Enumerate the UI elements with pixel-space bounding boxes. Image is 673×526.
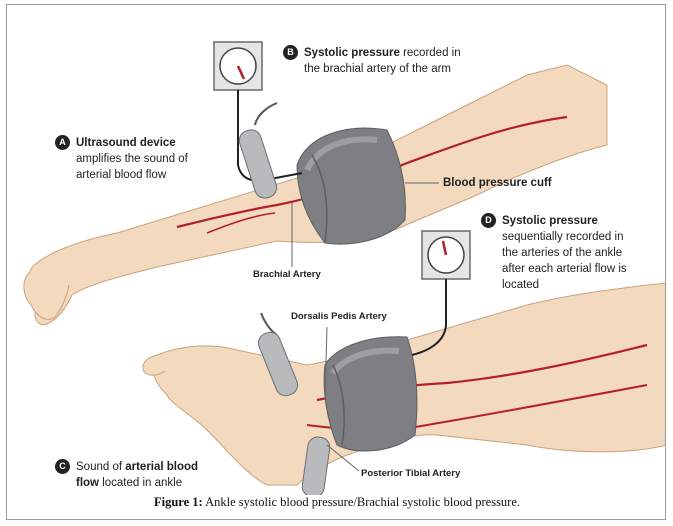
callout-c-prefix: Sound of [76,461,126,473]
leg-gauge-tube [411,279,447,356]
callout-d-title: Systolic pressure [502,215,598,227]
diagram-illustration [23,41,665,495]
leg-cuff-fold [332,364,345,446]
callout-d: D Systolic pressure sequentially recorded… [481,213,627,293]
label-blood-pressure-cuff: Blood pressure cuff [443,177,552,189]
callout-a: A Ultrasound device amplifies the sound o… [55,135,188,183]
leg-toes [142,354,166,376]
callout-a-line1: amplifies the sound of [76,153,188,165]
label-dorsalis-pedis-artery: Dorsalis Pedis Artery [291,311,387,322]
figure-frame: B Systolic pressure recorded in the brach… [6,4,666,520]
arm-hand [23,272,70,320]
arm-probe-cable [254,102,278,126]
arm-cuff [296,127,406,245]
callout-b-badge: B [283,45,298,60]
callout-d-badge: D [481,213,496,228]
arm-cuff-highlight [304,136,378,172]
callout-b-line2: the brachial artery of the arm [304,63,452,75]
callout-d-line1: sequentially recorded in [502,231,624,243]
callout-b: B Systolic pressure recorded in the brach… [283,45,461,77]
leg-gauge-needle [441,240,448,256]
callout-d-line3: after each arterial flow is [502,263,627,275]
arm-probe [238,129,278,199]
label-posterior-tibial-artery: Posterior Tibial Artery [361,468,461,479]
callout-c-line2-bold: flow [76,477,99,489]
caption-text: Ankle systolic blood pressure/Brachial s… [202,495,521,509]
leg-probe-tibial [301,436,331,495]
callout-a-line2: arterial blood flow [76,169,167,181]
callout-b-title: Systolic pressure [304,47,400,59]
leg-cuff [323,336,418,452]
leg-probe-cable-1 [260,312,278,336]
callout-c-line2-rest: located in ankle [99,477,183,489]
leader-dorsalis [324,326,328,398]
callout-a-badge: A [55,135,70,150]
leg-probe-dorsalis [257,331,299,397]
arm-gauge-needle [236,65,246,80]
callout-a-title: Ultrasound device [76,137,176,149]
callout-d-line4: located [502,279,540,291]
leg-cuff-highlight [330,347,400,375]
callout-c-badge: C [55,459,70,474]
figure-caption: Figure 1: Ankle systolic blood pressure/… [7,495,665,510]
arm-artery-branch [206,212,276,234]
leader-tibial [326,444,360,472]
caption-prefix: Figure 1: [153,495,203,509]
callout-b-rest: recorded in [399,47,461,59]
label-brachial-artery: Brachial Artery [253,269,321,280]
arm-cuff-fold [311,154,328,244]
callout-d-line2: the arteries of the ankle [502,247,623,259]
callout-c: C Sound of arterial blood flow located in… [55,459,198,491]
callout-c-bold: arterial blood [125,461,199,473]
